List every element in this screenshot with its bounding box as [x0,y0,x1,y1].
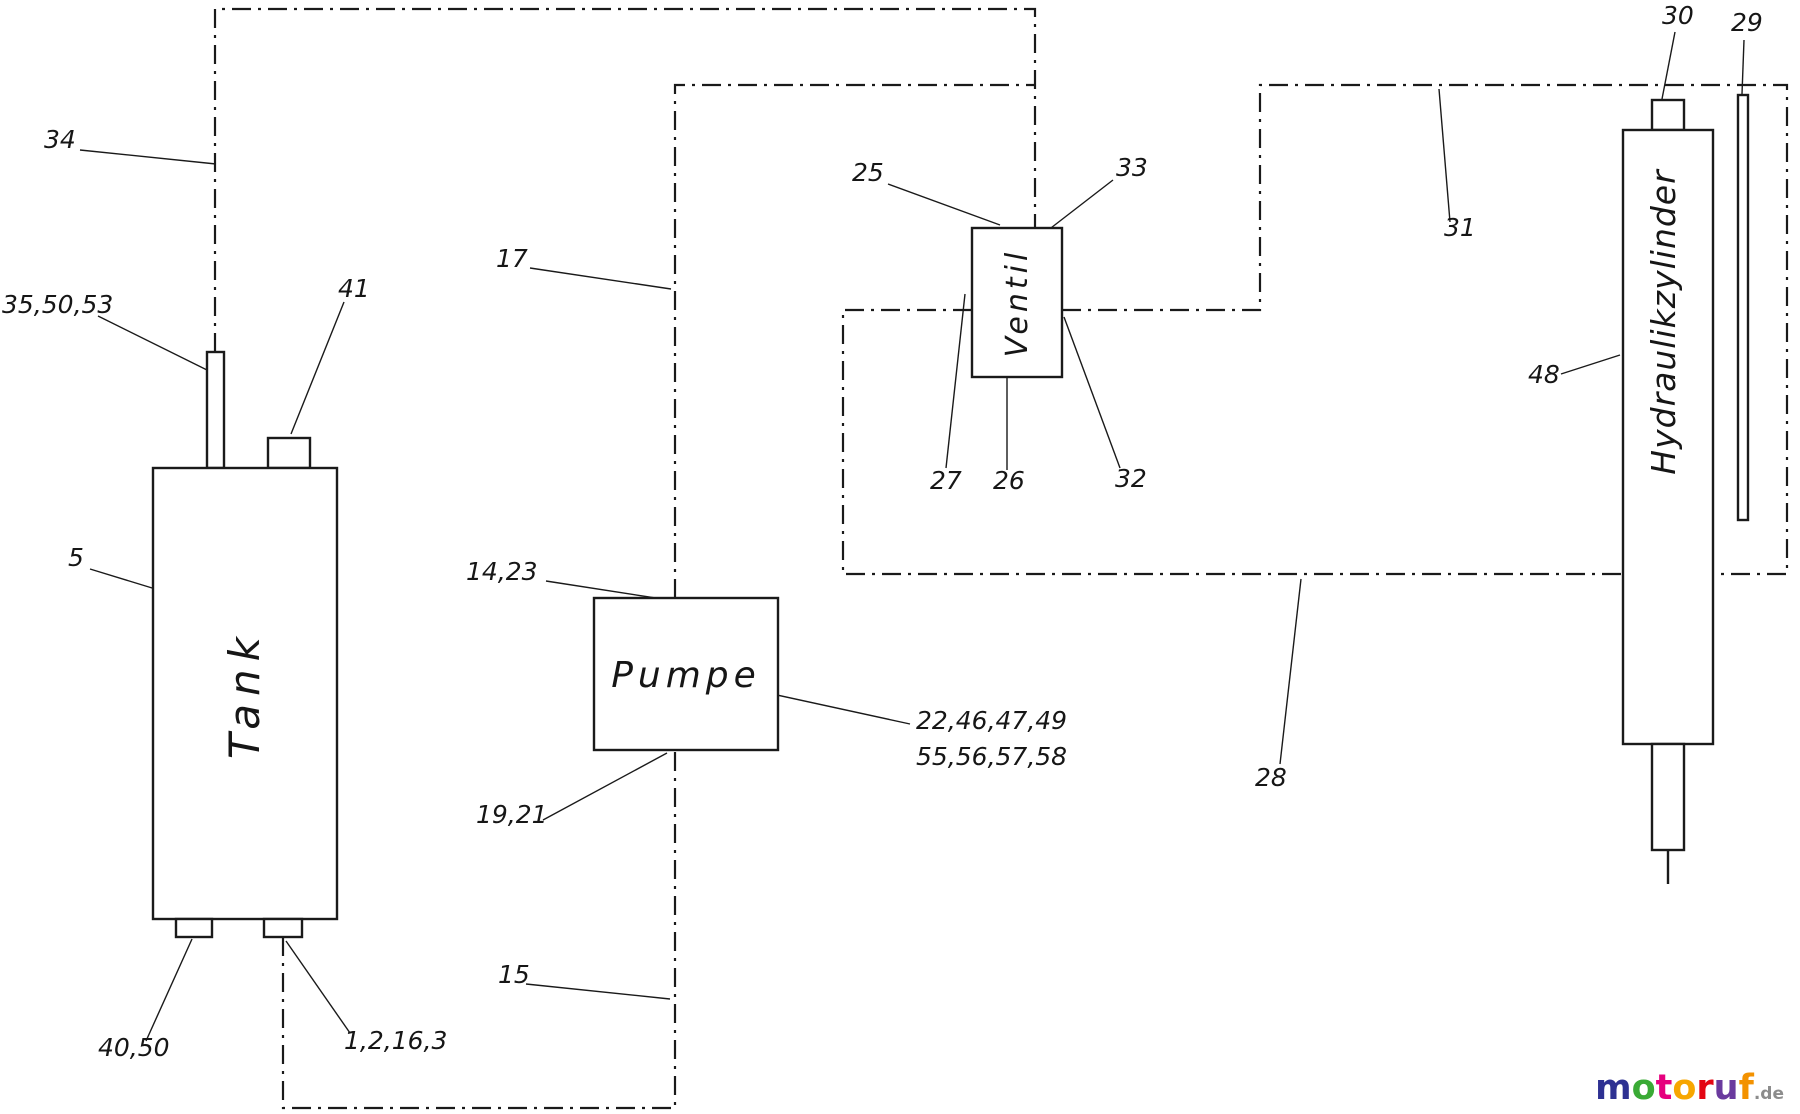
leader-line [285,940,351,1034]
pipe-run-tank-to-ventil-top [213,7,1037,352]
logo-letter: o [1672,1068,1697,1108]
leader-line [1661,31,1676,100]
label-55-56-57-58: 55,56,57,58 [916,742,1067,771]
leader-line [290,301,345,435]
leader-line [1438,88,1451,223]
logo-letter: o [1631,1068,1656,1108]
ventil-body [970,226,1064,379]
label-26: 26 [993,466,1025,495]
leader-line [1063,316,1121,469]
motoruf-logo: motoruf.de [1595,1071,1784,1106]
zylinder-component: Hydraulikzylinder [1621,93,1750,884]
pipe-run-pumpe-to-junction [673,83,1035,598]
logo-letter: u [1713,1068,1739,1108]
leader-line [1560,354,1621,375]
tank-bottom-port-right [262,917,304,939]
leader-line [545,580,663,600]
pumpe-label: Pumpe [611,655,761,696]
label-15: 15 [498,960,530,989]
tank-label: Tank [220,629,269,759]
label-30: 30 [1662,1,1694,30]
leader-line [887,183,1001,226]
logo-letter: t [1655,1068,1673,1108]
logo-letter: r [1696,1068,1714,1108]
leader-lines [79,31,1745,1042]
leader-line [945,293,966,469]
pipe-run-ventil-right-to-zylinder [1062,83,1789,576]
pipe-run-tank-bottom-to-pumpe [281,750,677,1110]
leader-line [1279,578,1302,765]
label-29: 29 [1731,8,1763,37]
logo-word: motoruf [1595,1068,1754,1108]
logo-suffix: .de [1753,1084,1784,1104]
zylinder-piston-rod [1650,742,1686,852]
label-33: 33 [1116,153,1148,182]
logo-letter: f [1738,1068,1754,1108]
tank-bottom-port-left [174,917,214,939]
leader-line [529,267,672,290]
label-17: 17 [496,244,528,273]
leader-line [753,689,911,725]
zylinder-top-cap [1650,98,1686,132]
leader-line [145,938,193,1042]
label-28: 28 [1255,763,1287,792]
leader-line [1046,179,1114,232]
label-19-21: 19,21 [476,800,548,829]
logo-letter: m [1595,1068,1632,1108]
label-31: 31 [1444,213,1476,242]
tank-body [151,466,339,921]
label-48: 48 [1528,360,1560,389]
leader-line [79,149,217,165]
leader-line [97,315,208,371]
leader-line [1741,39,1745,95]
tank-component: Tank [151,350,339,939]
zylinder-label: Hydraulikzylinder [1644,168,1683,475]
zylinder-side-rod [1736,93,1750,522]
pipe-run-ventil-left-loop [841,308,1623,576]
leader-line [542,752,668,821]
label-35-50-53: 35,50,53 [2,290,113,319]
label-40-50: 40,50 [98,1033,170,1062]
leader-line [525,983,671,1000]
label-22-46-47-49: 22,46,47,49 [916,706,1067,735]
label-32: 32 [1115,464,1147,493]
ventil-component: Ventil [970,226,1064,379]
label-5: 5 [68,543,84,572]
hydraulic-lines [213,7,1789,1110]
part-number-labels: 34 35,50,53 41 5 17 14,23 19,21 15 40,50… [2,1,1763,1062]
label-25: 25 [852,158,884,187]
label-14-23: 14,23 [466,557,538,586]
tank-filler-pipe [205,350,226,470]
pumpe-component: Pumpe [592,596,780,752]
label-27: 27 [930,466,962,495]
label-41: 41 [338,274,370,303]
ventil-label: Ventil [1000,249,1035,358]
tank-port-41 [266,436,312,470]
label-1-2-16-3: 1,2,16,3 [344,1026,447,1055]
pumpe-body [592,596,780,752]
label-34: 34 [44,125,76,154]
